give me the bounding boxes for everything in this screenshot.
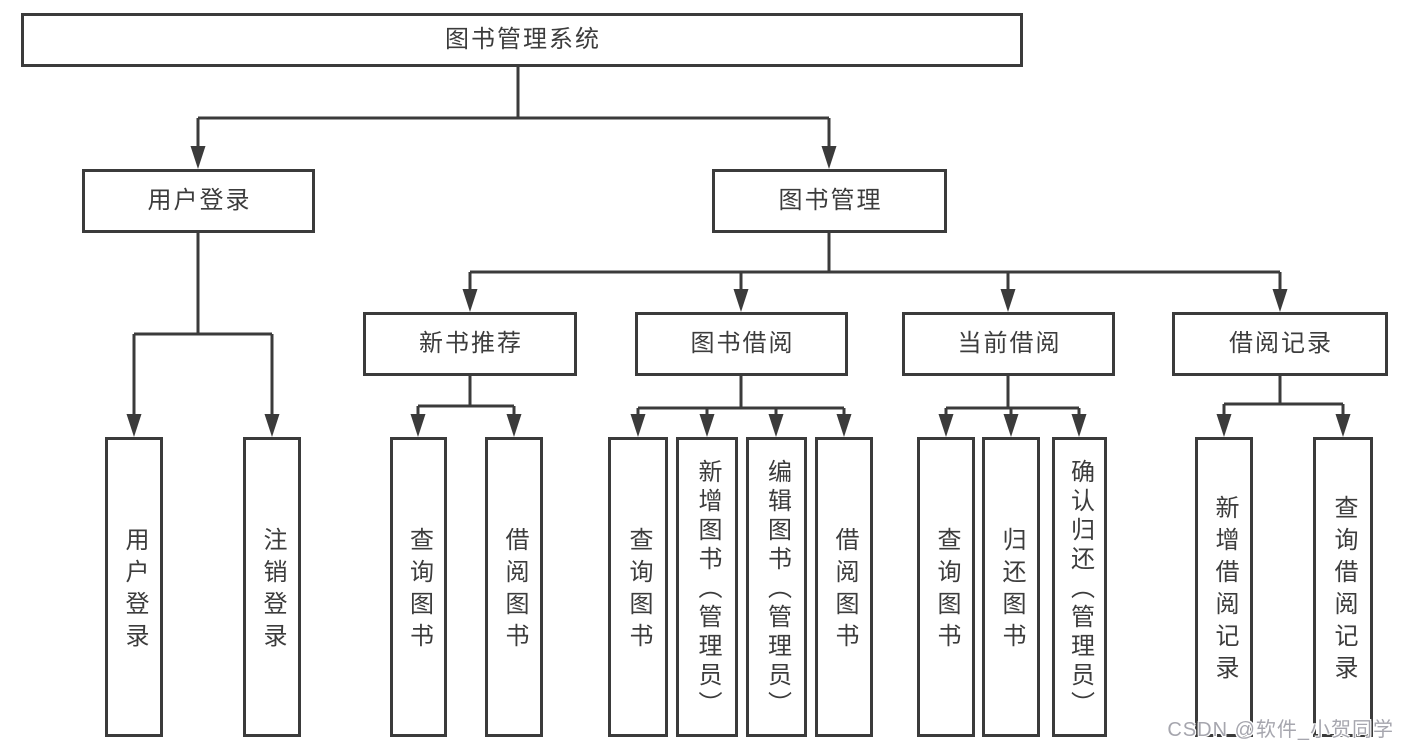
leaf-query-books-1: 查询图书 (390, 437, 447, 737)
connector-new-book-rec-children (410, 376, 522, 437)
leaf-logout: 注销登录 (243, 437, 301, 737)
connector-book-mgmt-to-level3 (462, 233, 1288, 312)
leaf-borrow-books-2-label: 借阅图书 (831, 527, 858, 655)
node-user-login: 用户登录 (82, 169, 315, 233)
leaf-query-books-2-label: 查询图书 (625, 527, 652, 655)
connector-book-borrow-children (630, 376, 852, 437)
leaf-add-borrow-record-label: 新增借阅记录 (1211, 495, 1238, 687)
leaf-edit-books-admin: 编辑图书（管理员） (746, 437, 807, 737)
leaf-confirm-return-admin: 确认归还（管理员） (1052, 437, 1107, 737)
leaf-query-books-3-label: 查询图书 (933, 527, 960, 655)
node-book-borrowing-label: 图书借阅 (690, 329, 795, 357)
node-new-book-recommend-label: 新书推荐 (419, 329, 523, 357)
leaf-query-borrow-record: 查询借阅记录 (1313, 437, 1373, 737)
node-user-login-label: 用户登录 (147, 186, 252, 214)
leaf-user-login-label: 用户登录 (121, 527, 148, 655)
leaf-confirm-return-admin-label: 确认归还（管理员） (1066, 459, 1094, 720)
leaf-add-books-admin: 新增图书（管理员） (676, 437, 738, 737)
leaf-return-books-label: 归还图书 (998, 527, 1025, 655)
connector-user-login-children (126, 233, 280, 437)
node-book-management-label: 图书管理 (778, 186, 883, 214)
connector-borrow-records-children (1216, 376, 1351, 437)
leaf-borrow-books-1-label: 借阅图书 (501, 527, 528, 655)
node-book-borrowing: 图书借阅 (635, 312, 848, 376)
leaf-user-login: 用户登录 (105, 437, 163, 737)
leaf-query-books-3: 查询图书 (917, 437, 975, 737)
leaf-borrow-books-1: 借阅图书 (485, 437, 543, 737)
connector-current-borrow-children (938, 376, 1087, 437)
leaf-return-books: 归还图书 (982, 437, 1040, 737)
node-book-management: 图书管理 (712, 169, 947, 233)
node-library-system: 图书管理系统 (21, 13, 1023, 67)
node-library-system-label: 图书管理系统 (445, 25, 601, 53)
node-current-borrowing-label: 当前借阅 (957, 329, 1062, 357)
leaf-edit-books-admin-label: 编辑图书（管理员） (763, 459, 791, 720)
node-borrowing-records-label: 借阅记录 (1229, 329, 1333, 357)
csdn-watermark: CSDN @软件_小贺同学 (1167, 719, 1394, 741)
node-current-borrowing: 当前借阅 (902, 312, 1115, 376)
leaf-query-books-2: 查询图书 (608, 437, 668, 737)
leaf-borrow-books-2: 借阅图书 (815, 437, 873, 737)
connector-root-to-level2 (190, 67, 837, 169)
node-borrowing-records: 借阅记录 (1172, 312, 1388, 376)
leaf-query-books-1-label: 查询图书 (405, 527, 433, 655)
leaf-add-borrow-record: 新增借阅记录 (1195, 437, 1253, 737)
leaf-add-books-admin-label: 新增图书（管理员） (694, 459, 721, 720)
node-new-book-recommend: 新书推荐 (363, 312, 577, 376)
leaf-logout-label: 注销登录 (259, 527, 286, 655)
leaf-query-borrow-record-label: 查询借阅记录 (1330, 495, 1357, 687)
